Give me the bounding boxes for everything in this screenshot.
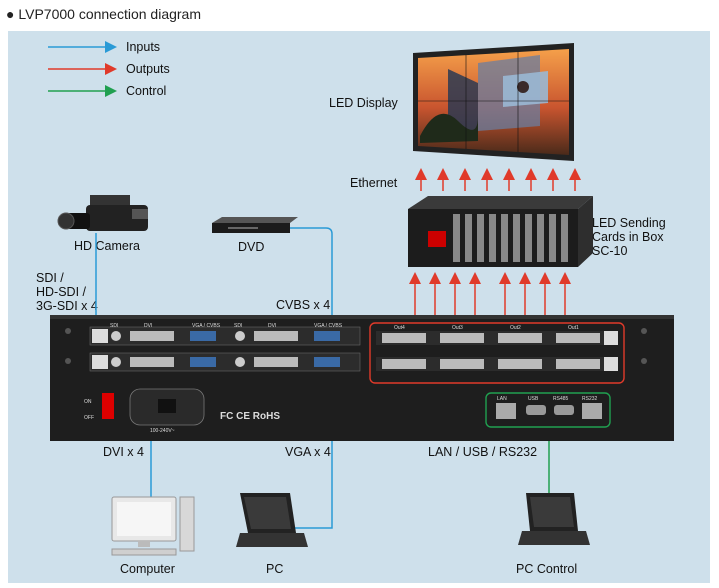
pc-laptop-image: [236, 493, 308, 547]
legend-outputs-label: Outputs: [126, 62, 170, 76]
port-label-vga-2: VGA / CVBS: [314, 323, 343, 329]
port-label-out2: Out2: [510, 325, 521, 331]
computer-label: Computer: [120, 562, 175, 576]
certification-marks: FC CE RoHS: [220, 411, 280, 422]
dvd-label: DVD: [238, 240, 264, 254]
led-display-image: [413, 43, 574, 161]
heading-text: LVP7000 connection diagram: [18, 6, 202, 22]
connection-diagram: Inputs Outputs Control LED Display Ether…: [36, 40, 674, 576]
legend-inputs-label: Inputs: [126, 40, 160, 54]
sending-label-line2: Cards in Box: [592, 230, 664, 244]
computer-image: [111, 496, 195, 556]
sdi-label-line1: SDI /: [36, 271, 64, 285]
sending-label-line3: SC-10: [592, 244, 627, 258]
output-highlight: [369, 322, 625, 384]
lan-usb-rs232-label: LAN / USB / RS232: [428, 445, 537, 459]
hd-camera-image: [57, 195, 148, 231]
control-highlight: [485, 392, 611, 428]
sdi-label-line2: HD-SDI /: [36, 285, 87, 299]
led-display-label: LED Display: [329, 96, 399, 110]
port-label-out3: Out3: [452, 325, 463, 331]
port-label-rs485: RS485: [553, 396, 569, 402]
hd-camera-label: HD Camera: [74, 239, 140, 253]
ethernet-label: Ethernet: [350, 176, 398, 190]
vga-label: VGA x 4: [285, 445, 331, 459]
port-label-sdi-1: SDI: [110, 323, 118, 329]
sdi-label-line3: 3G-SDI x 4: [36, 299, 98, 313]
power-off-label: OFF: [84, 415, 94, 421]
legend: Inputs Outputs Control: [48, 40, 170, 98]
pc-control-label: PC Control: [516, 562, 577, 576]
power-switch: [102, 393, 114, 419]
port-label-rs232: RS232: [582, 396, 598, 402]
port-label-usb: USB: [528, 396, 539, 402]
sending-box-image: [408, 196, 593, 267]
input-a-tag: [92, 329, 108, 343]
port-label-dvi-1: DVI: [144, 323, 152, 329]
ethernet-arrows: [415, 168, 581, 191]
power-on-label: ON: [84, 399, 92, 405]
bullet: ●: [6, 6, 15, 22]
port-label-out1: Out1: [568, 325, 579, 331]
port-label-lan: LAN: [497, 396, 507, 402]
legend-control-label: Control: [126, 84, 166, 98]
diagram-panel: Inputs Outputs Control LED Display Ether…: [8, 31, 710, 583]
dvd-player-image: [212, 217, 298, 233]
port-label-vga-1: VGA / CVBS: [192, 323, 221, 329]
dvi-label: DVI x 4: [103, 445, 144, 459]
cvbs-label: CVBS x 4: [276, 298, 330, 312]
output-arrows: [409, 272, 571, 321]
pc-control-laptop-image: [518, 493, 590, 545]
lvp7000-device: SDI DVI VGA / CVBS SDI DVI VGA / CVBS Ou…: [50, 315, 674, 441]
diagram-heading: ● LVP7000 connection diagram: [6, 6, 201, 22]
port-label-sdi-2: SDI: [234, 323, 242, 329]
pc-label: PC: [266, 562, 283, 576]
input-b-tag: [92, 355, 108, 369]
sending-label-line1: LED Sending: [592, 216, 666, 230]
port-label-out4: Out4: [394, 325, 405, 331]
port-label-dvi-2: DVI: [268, 323, 276, 329]
voltage-label: 100-240V~: [150, 428, 175, 434]
